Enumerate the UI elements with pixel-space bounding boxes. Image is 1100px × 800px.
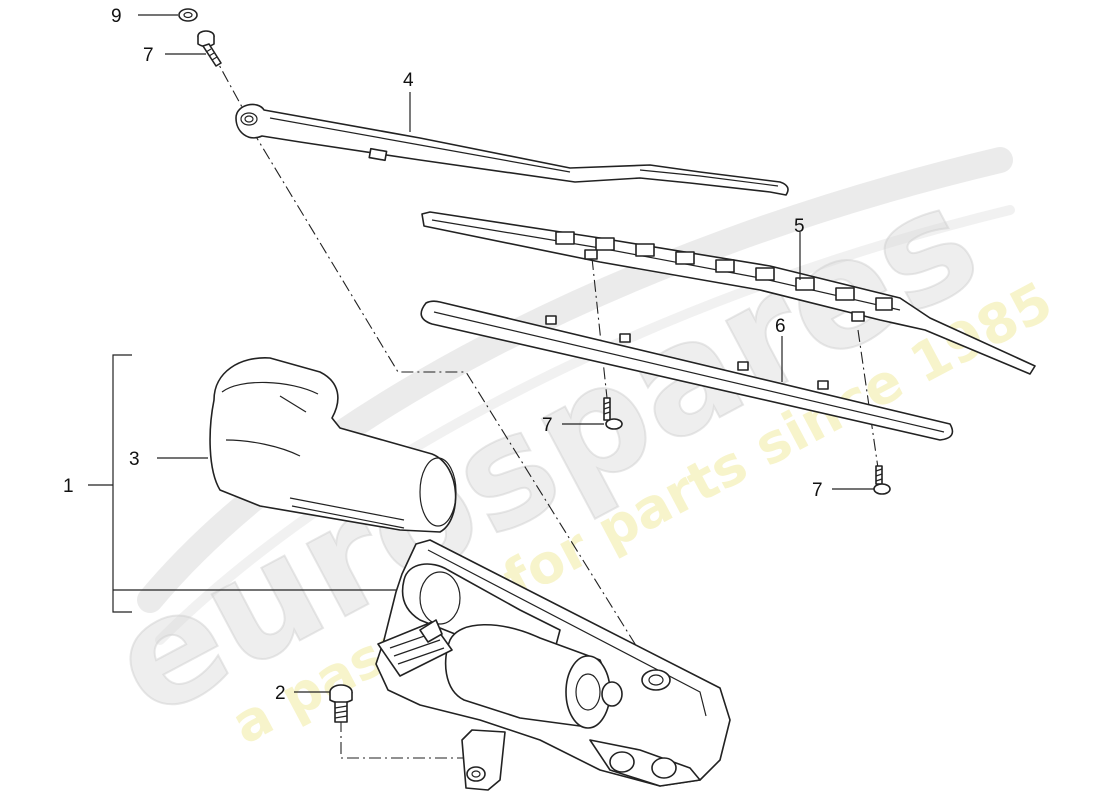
watermark-swoosh	[137, 147, 1015, 645]
callout-1: 1	[63, 476, 74, 497]
screw-part-7-right[interactable]	[873, 465, 891, 495]
wiper-arm-part-4[interactable]	[235, 103, 789, 196]
motor-cover-part-3[interactable]	[209, 357, 457, 533]
wiper-blade-part-5[interactable]	[421, 211, 1036, 375]
callout-7-middle: 7	[542, 415, 553, 436]
blade-clips	[555, 231, 893, 311]
alignment-lines	[211, 51, 879, 759]
screw-part-2[interactable]	[329, 684, 353, 723]
callout-4: 4	[403, 70, 414, 91]
callout-9: 9	[111, 6, 122, 27]
screw-part-7-middle[interactable]	[603, 397, 623, 430]
callout-6: 6	[775, 316, 786, 337]
callout-7-top: 7	[143, 45, 154, 66]
callout-2: 2	[275, 683, 286, 704]
assembly-bracket	[88, 354, 432, 613]
callout-7-right: 7	[812, 480, 823, 501]
screw-part-7-top[interactable]	[197, 30, 222, 67]
callout-labels: 9 7 4 5 6 7 7 1 3 2	[63, 6, 823, 704]
callout-5: 5	[794, 216, 805, 237]
washer-part-9[interactable]	[178, 8, 198, 22]
callout-3: 3	[129, 449, 140, 470]
spoiler-strip-part-6[interactable]	[420, 300, 954, 441]
wiper-motor-part-1[interactable]	[375, 539, 731, 791]
callout-leaders	[138, 14, 874, 693]
